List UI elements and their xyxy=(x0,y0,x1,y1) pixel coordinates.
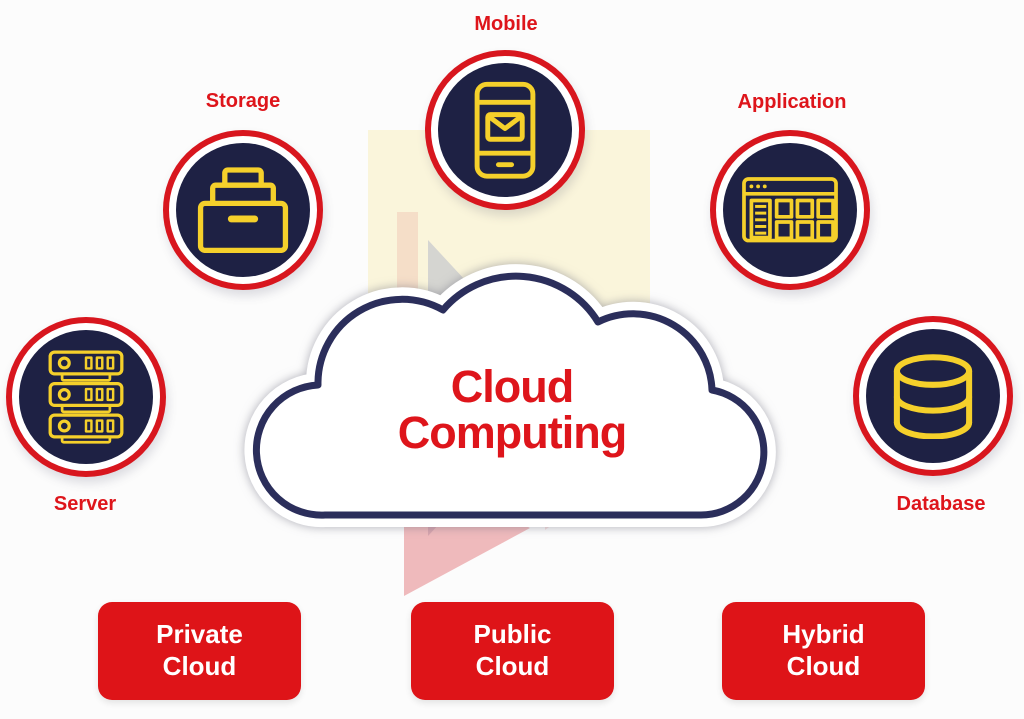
node-badge-database xyxy=(853,316,1013,476)
archive-drawer-icon xyxy=(197,167,289,253)
hybrid-cloud-button-line2: Cloud xyxy=(786,651,861,681)
hybrid-cloud-button[interactable]: Hybrid Cloud xyxy=(722,602,925,700)
private-cloud-button-line2: Cloud xyxy=(162,651,237,681)
private-cloud-button-line1: Private xyxy=(156,619,243,650)
node-label-application: Application xyxy=(737,91,847,113)
diagram-title-line1: Cloud xyxy=(450,361,574,412)
hybrid-cloud-button-line1: Hybrid xyxy=(782,619,865,650)
database-cylinder-icon xyxy=(893,354,973,439)
smartphone-mail-icon xyxy=(474,81,536,179)
diagram-title-line2: Computing xyxy=(397,406,627,458)
node-badge-server xyxy=(6,317,166,477)
node-badge-storage xyxy=(163,130,323,290)
node-label-storage: Storage xyxy=(205,90,281,112)
node-label-database: Database xyxy=(896,493,986,515)
public-cloud-button-line2: Cloud xyxy=(475,651,550,681)
cloud-shape xyxy=(244,264,776,528)
node-badge-application xyxy=(710,130,870,290)
diagram-title: Cloud Computing xyxy=(397,361,627,458)
app-window-grid-icon xyxy=(742,177,838,243)
public-cloud-button[interactable]: Public Cloud xyxy=(411,602,614,700)
node-label-server: Server xyxy=(53,493,117,515)
private-cloud-button[interactable]: Private Cloud xyxy=(98,602,301,700)
node-badge-mobile xyxy=(425,50,585,210)
node-label-mobile: Mobile xyxy=(474,13,538,35)
public-cloud-button-line1: Public xyxy=(473,619,552,650)
server-rack-icon xyxy=(48,350,124,444)
